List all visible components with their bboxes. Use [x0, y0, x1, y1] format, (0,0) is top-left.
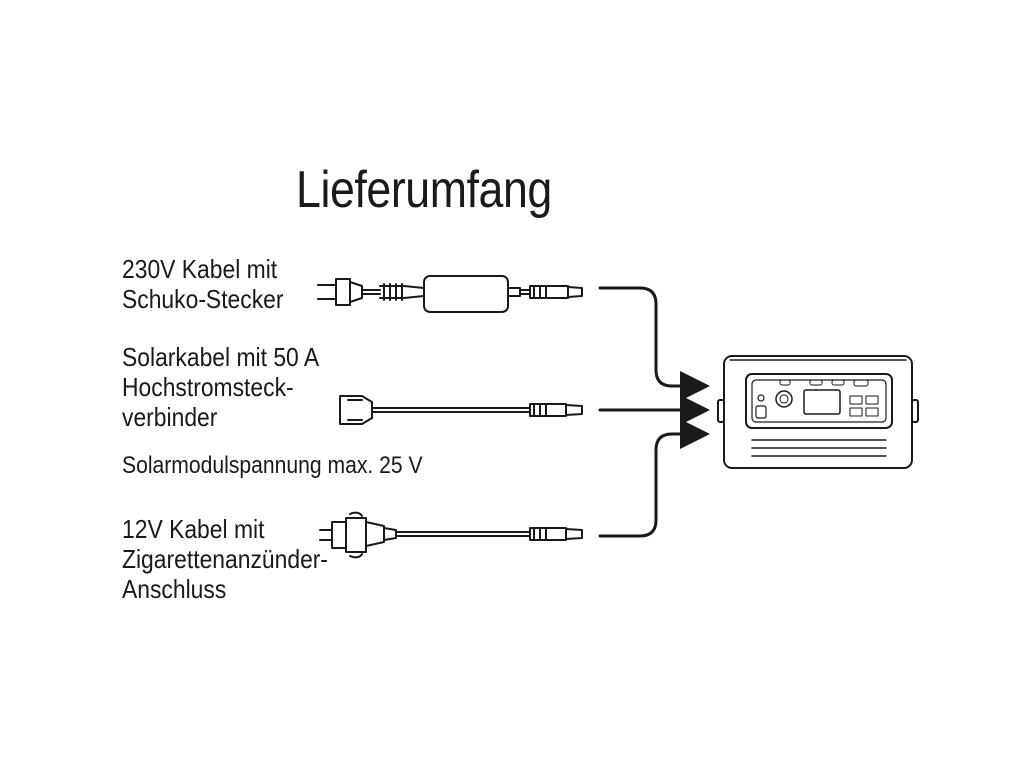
- solar-voltage-note: Solarmodulspannung max. 25 V: [122, 452, 423, 479]
- label-line: Zigarettenanzünder-: [122, 544, 329, 574]
- label-line: 230V Kabel mit: [122, 254, 278, 284]
- label-line: Solarkabel mit 50 A: [122, 342, 320, 372]
- arrow-12v: [598, 419, 710, 538]
- label-line: Anschluss: [122, 574, 227, 604]
- solar-cable-icon: [339, 395, 583, 425]
- label-line: Hochstromsteck-: [122, 372, 294, 402]
- schuko-cable-icon: [317, 275, 583, 313]
- label-line: verbinder: [122, 402, 218, 432]
- arrow-230v: [598, 286, 710, 401]
- label-solar-cable: Solarkabel mit 50 A Hochstromsteck- verb…: [122, 342, 319, 432]
- diagram-title: Lieferumfang: [296, 161, 552, 219]
- label-12v-cable: 12V Kabel mit Zigarettenanzünder- Anschl…: [122, 514, 328, 604]
- cigarette-plug-cable-icon: [319, 511, 583, 559]
- label-line: 12V Kabel mit: [122, 514, 265, 544]
- power-station-icon: [717, 355, 919, 469]
- label-230v-cable: 230V Kabel mit Schuko-Stecker: [122, 254, 284, 314]
- label-line: Schuko-Stecker: [122, 284, 284, 314]
